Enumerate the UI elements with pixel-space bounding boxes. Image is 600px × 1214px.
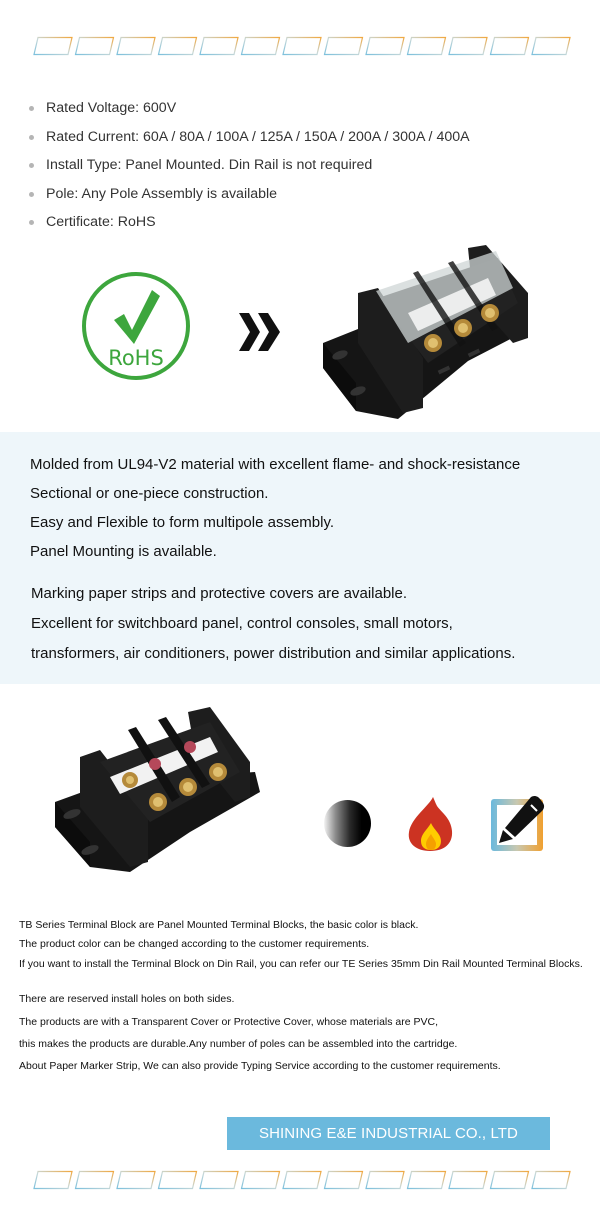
spec-item-install-type: Install Type: Panel Mounted. Din Rail is…: [0, 154, 600, 183]
description-line: TB Series Terminal Block are Panel Mount…: [19, 919, 419, 931]
description-line: The products are with a Transparent Cove…: [19, 1016, 439, 1028]
terminal-block-product-image-covered: [318, 243, 528, 423]
double-chevron-right-icon: [238, 312, 282, 352]
application-line: Excellent for switchboard panel, control…: [31, 615, 453, 632]
company-name-banner: SHINING E&E INDUSTRIAL CO., LTD: [227, 1117, 550, 1150]
flame-icon: [407, 796, 454, 852]
spec-item-rated-voltage: Rated Voltage: 600V: [0, 97, 600, 126]
spec-item-certificate: Certificate: RoHS: [0, 211, 600, 240]
description-line: If you want to install the Terminal Bloc…: [19, 958, 583, 970]
black-color-icon: [324, 800, 371, 847]
description-line: About Paper Marker Strip, We can also pr…: [19, 1060, 501, 1072]
bottom-decoration-row: [0, 1170, 600, 1190]
rohs-check-icon: RoHS: [80, 270, 192, 382]
feature-line: Easy and Flexible to form multipole asse…: [30, 514, 335, 531]
bullet-icon: [29, 134, 34, 140]
spec-item-pole: Pole: Any Pole Assembly is available: [0, 183, 600, 212]
features-band: Molded from UL94-V2 material with excell…: [0, 432, 600, 684]
edit-icon: [487, 795, 547, 853]
feature-line: Panel Mounting is available.: [30, 543, 217, 560]
terminal-block-product-image-open: [50, 702, 265, 874]
top-decoration-row: [0, 36, 600, 56]
bullet-icon: [29, 191, 34, 197]
description-line: this makes the products are durable.Any …: [19, 1038, 458, 1050]
application-line: transformers, air conditioners, power di…: [31, 645, 516, 662]
feature-line: Molded from UL94-V2 material with excell…: [30, 456, 521, 473]
application-line: Marking paper strips and protective cove…: [31, 585, 408, 602]
bullet-icon: [29, 163, 34, 168]
spec-list: Rated Voltage: 600V Rated Current: 60A /…: [0, 97, 600, 240]
description-line: The product color can be changed accordi…: [19, 938, 370, 950]
bullet-icon: [29, 220, 34, 225]
svg-text:RoHS: RoHS: [108, 346, 164, 370]
description-line: There are reserved install holes on both…: [19, 993, 235, 1005]
bullet-icon: [29, 106, 34, 111]
spec-item-rated-current: Rated Current: 60A / 80A / 100A / 125A /…: [0, 126, 600, 155]
feature-line: Sectional or one-piece construction.: [30, 485, 269, 502]
